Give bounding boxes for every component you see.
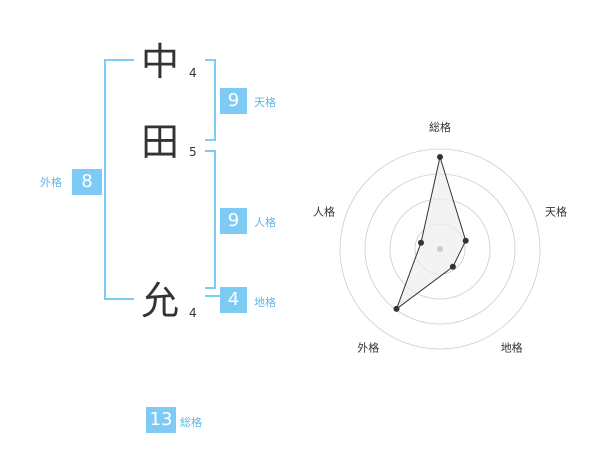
name-char-3: 允 <box>140 279 179 323</box>
radar-points <box>393 154 469 312</box>
radar-point <box>462 237 469 244</box>
name-char-1-strokes: 4 <box>189 66 197 80</box>
tenkaku-bracket <box>205 59 216 141</box>
jinkaku-value: 9 <box>220 208 247 234</box>
chikaku-connector <box>205 295 220 297</box>
radar-axis-label: 人格 <box>313 204 335 218</box>
radar-ring <box>339 148 541 350</box>
name-char-2: 田 <box>140 120 179 164</box>
radar-point <box>393 305 400 312</box>
soukaku-label: 総格 <box>180 416 202 429</box>
radar-axis-label: 地格 <box>501 341 523 355</box>
radar-axis-label: 外格 <box>357 341 379 355</box>
name-char-1: 中 <box>140 40 179 84</box>
gaikaku-value: 8 <box>72 169 102 195</box>
radar-polygon <box>395 155 467 311</box>
tenkaku-value: 9 <box>220 88 247 114</box>
radar-center-dot <box>437 246 443 252</box>
jinkaku-bracket <box>205 150 216 289</box>
soukaku-value: 13 <box>146 407 176 433</box>
chikaku-label: 地格 <box>254 296 276 309</box>
chikaku-value: 4 <box>220 287 247 313</box>
radar-axis-label: 天格 <box>545 204 567 218</box>
radar-point <box>449 263 456 270</box>
jinkaku-label: 人格 <box>254 216 276 229</box>
gaikaku-label: 外格 <box>40 176 62 189</box>
name-char-2-strokes: 5 <box>189 145 197 159</box>
radar-point <box>418 239 424 246</box>
radar-point <box>437 154 443 160</box>
name-char-3-strokes: 4 <box>189 306 197 320</box>
tenkaku-label: 天格 <box>254 96 276 109</box>
gaikaku-bracket <box>104 59 134 300</box>
radar-axis-label: 総格 <box>429 120 451 134</box>
